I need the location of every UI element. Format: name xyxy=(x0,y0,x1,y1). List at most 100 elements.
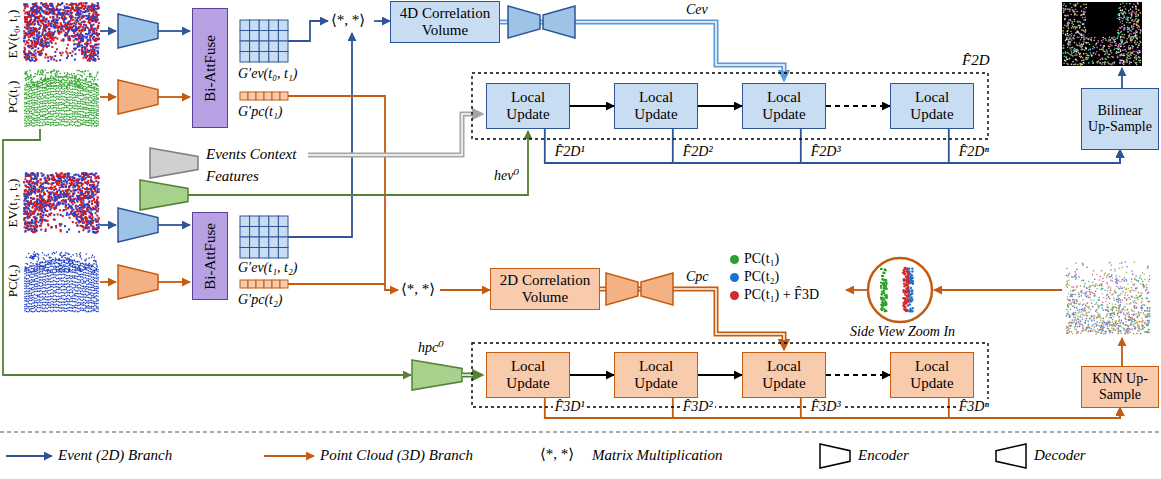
lidar-point xyxy=(27,95,29,97)
event-pixel xyxy=(96,20,98,22)
event-pixel xyxy=(57,11,59,13)
lidar-point xyxy=(31,105,33,107)
event-pixel xyxy=(88,18,90,20)
event-pixel xyxy=(73,32,75,34)
event-pixel xyxy=(88,51,90,53)
lidar-point xyxy=(91,95,93,97)
lidar-point xyxy=(61,114,63,116)
event-pixel xyxy=(38,35,40,37)
lidar-point xyxy=(92,83,94,85)
lidar-point xyxy=(56,121,58,123)
event-pixel xyxy=(27,25,29,27)
event-pixel xyxy=(36,38,38,40)
lidar-point xyxy=(97,122,99,124)
lidar-point xyxy=(96,84,98,86)
event-pixel xyxy=(38,33,40,35)
lidar-point xyxy=(64,82,66,84)
lidar-point xyxy=(67,89,69,91)
lidar-point xyxy=(48,82,50,84)
event-pixel xyxy=(34,19,36,21)
lidar-point xyxy=(31,82,33,84)
event-pixel xyxy=(27,45,29,47)
event-pixel xyxy=(75,14,77,16)
event-pixel xyxy=(28,14,30,16)
event-pixel xyxy=(39,43,41,45)
lidar-point xyxy=(92,86,94,88)
event-pixel xyxy=(42,20,44,22)
lidar-point xyxy=(78,84,80,86)
lidar-point xyxy=(35,92,37,94)
event-pixel xyxy=(89,37,91,39)
event-pixel xyxy=(58,32,60,34)
event-pixel xyxy=(89,58,91,60)
event-pixel xyxy=(27,22,29,24)
event-pixel xyxy=(80,39,82,41)
lidar-point xyxy=(58,79,60,81)
event-pixel xyxy=(27,54,29,56)
event-pixel xyxy=(80,35,82,37)
event-pixel xyxy=(23,51,25,53)
lidar-point xyxy=(70,91,72,93)
event-pixel xyxy=(76,29,78,31)
event-pixel xyxy=(29,52,31,54)
event-pixel xyxy=(95,13,97,15)
event-pixel xyxy=(78,14,80,16)
event-pixel xyxy=(41,41,43,43)
lidar-point xyxy=(51,110,53,112)
event-pixel xyxy=(89,22,91,24)
event-pixel xyxy=(26,21,28,23)
lidar-point xyxy=(78,101,80,103)
event-pixel xyxy=(48,28,50,30)
event-pixel xyxy=(88,50,90,52)
event-pixel xyxy=(89,29,91,31)
lidar-point xyxy=(37,97,39,99)
event-pixel xyxy=(66,57,68,59)
event-pixel xyxy=(26,24,28,26)
event-pixel xyxy=(77,38,79,40)
lidar-point xyxy=(78,119,80,121)
event-pixel xyxy=(97,55,99,57)
lidar-point xyxy=(58,122,60,124)
lidar-point xyxy=(64,119,66,121)
lidar-point xyxy=(43,103,45,105)
event-pixel xyxy=(88,17,90,19)
event-pixel xyxy=(38,39,40,41)
event-pixel xyxy=(78,41,80,43)
event-pixel xyxy=(40,43,42,45)
event-pixel xyxy=(84,27,86,29)
lidar-point xyxy=(75,97,77,99)
event-pixel xyxy=(46,33,48,35)
event-pixel xyxy=(66,10,68,12)
lidar-point xyxy=(65,82,67,84)
event-pixel xyxy=(88,21,90,23)
lidar-point xyxy=(46,109,48,111)
event-pixel xyxy=(23,50,25,52)
lidar-point xyxy=(27,103,29,105)
event-pixel xyxy=(52,33,54,35)
lidar-point xyxy=(50,122,52,124)
event-pixel xyxy=(81,4,83,6)
lidar-point xyxy=(56,96,58,98)
event-pixel xyxy=(57,30,59,32)
event-pixel xyxy=(65,24,67,26)
event-pixel xyxy=(90,9,92,11)
lidar-point xyxy=(51,88,53,90)
event-pixel xyxy=(43,27,45,29)
event-pixel xyxy=(31,14,33,16)
event-pixel xyxy=(30,27,32,29)
lidar-point xyxy=(92,100,94,102)
lidar-point xyxy=(97,107,99,109)
lidar-point xyxy=(81,122,83,124)
event-pixel xyxy=(46,8,48,10)
event-pixel xyxy=(81,36,83,38)
event-pixel xyxy=(31,42,33,44)
lidar-point xyxy=(70,108,72,110)
event-pixel xyxy=(88,13,90,15)
event-pixel xyxy=(91,35,93,37)
lidar-point xyxy=(24,87,26,89)
event-pixel xyxy=(24,16,26,18)
event-pixel xyxy=(28,58,30,60)
lidar-point xyxy=(50,96,52,98)
lidar-point xyxy=(38,106,40,108)
event-pixel xyxy=(82,26,84,28)
